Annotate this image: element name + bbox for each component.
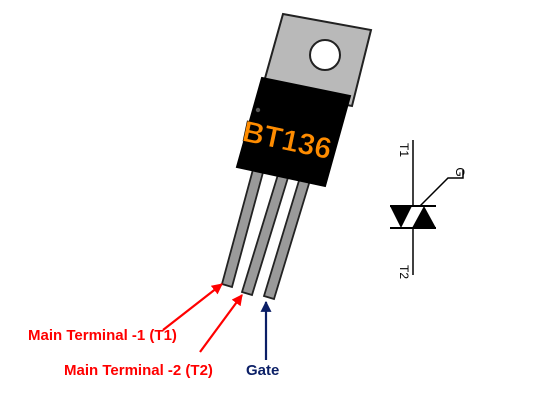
component-body: BT136 — [235, 76, 352, 188]
symbol-triangle-left — [390, 206, 412, 228]
symbol-t1-label: T1 — [397, 143, 411, 157]
label-arrows — [162, 283, 272, 360]
lead-gate — [262, 172, 313, 301]
gate-label: Gate — [246, 362, 280, 379]
pin-1-dot — [255, 107, 261, 113]
symbol-gate-label: G — [453, 167, 467, 176]
main-terminal-1-label: Main Terminal -1 (T1) — [28, 327, 177, 344]
main-terminal-2-label: Main Terminal -2 (T2) — [64, 362, 213, 379]
symbol-t2-label: T2 — [397, 265, 411, 279]
t1-pointer-arrow — [162, 283, 223, 331]
symbol-gate-wire — [419, 170, 464, 207]
triac-symbol: T1 T2 G — [390, 140, 467, 279]
leads — [220, 160, 313, 301]
mounting-hole — [309, 39, 341, 71]
symbol-triangle-right — [412, 206, 436, 228]
t2-pointer-arrow — [199, 294, 243, 353]
